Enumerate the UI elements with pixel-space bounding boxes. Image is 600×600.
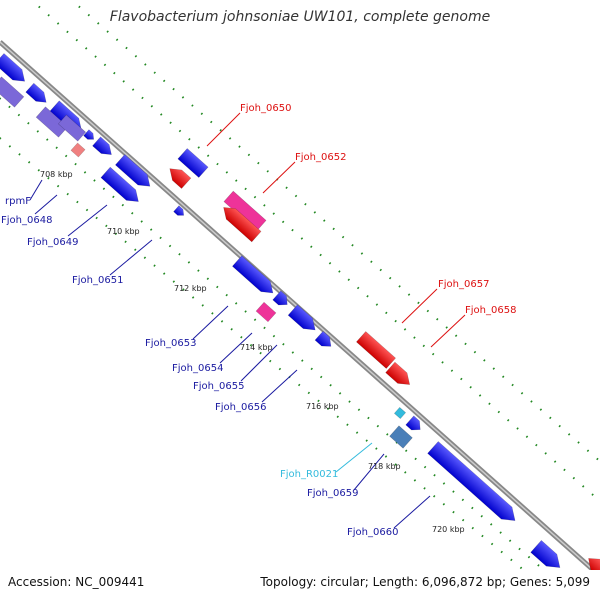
- genome-map: 708 kbp 710 kbp 712 kbp 714 kbp 716 kbp …: [0, 0, 600, 570]
- gene-Fjoh_0656[interactable]: [314, 330, 335, 351]
- gene-labels: rpmF Fjoh_0648 Fjoh_0649 Fjoh_0650 Fjoh_…: [1, 103, 516, 538]
- gene-Fjoh_0660[interactable]: [427, 441, 521, 526]
- gene-small-3[interactable]: [272, 290, 291, 309]
- gene-Fjoh_0657[interactable]: [356, 331, 396, 369]
- leader-line-0: [29, 179, 43, 201]
- accession-text: Accession: NC_009441: [8, 575, 145, 589]
- leader-line-6: [192, 305, 229, 340]
- position-label-708: 708 kbp: [40, 170, 73, 179]
- leader-line-2: [67, 204, 108, 237]
- gene-small-2[interactable]: [173, 205, 187, 219]
- leader-line-3: [206, 112, 241, 147]
- label-Fjoh_R0021[interactable]: Fjoh_R0021: [280, 469, 338, 480]
- position-label-718: 718 kbp: [368, 462, 401, 471]
- gene-Fjoh_0650[interactable]: [177, 148, 209, 178]
- position-label-716: 716 kbp: [306, 402, 339, 411]
- label-Fjoh_0658[interactable]: Fjoh_0658: [465, 305, 516, 316]
- leader-line-4: [109, 239, 153, 276]
- leader-line-7: [219, 332, 253, 364]
- leader-line-11: [430, 314, 466, 348]
- gene-R0021[interactable]: [393, 406, 407, 420]
- position-label-720: 720 kbp: [432, 525, 465, 534]
- gene-Fjoh_0658[interactable]: [385, 361, 415, 390]
- gene-Fjoh_0653[interactable]: [232, 255, 277, 298]
- gene-rpmF[interactable]: [70, 142, 86, 158]
- gene-Fjoh_0659[interactable]: [389, 425, 413, 449]
- position-label-712: 712 kbp: [174, 284, 207, 293]
- leader-line-8: [240, 344, 278, 382]
- gene-Fjoh_0652r[interactable]: [219, 202, 262, 243]
- label-Fjoh_0650[interactable]: Fjoh_0650: [240, 103, 291, 114]
- gene-Fjoh_0649b[interactable]: [115, 154, 154, 191]
- label-Fjoh_0654[interactable]: Fjoh_0654: [172, 363, 223, 374]
- gene-Fjoh_0649[interactable]: [100, 166, 143, 207]
- gene-Fjoh_0650r[interactable]: [165, 163, 192, 189]
- leader-line-10: [401, 288, 438, 324]
- label-Fjoh_0651[interactable]: Fjoh_0651: [72, 275, 123, 286]
- summary-text: Topology: circular; Length: 6,096,872 bp…: [260, 575, 590, 589]
- label-Fjoh_0656[interactable]: Fjoh_0656: [215, 402, 266, 413]
- leader-line-14: [393, 495, 431, 529]
- gene-Fjoh_0648[interactable]: [92, 136, 116, 159]
- leader-line-12: [335, 442, 373, 473]
- label-Fjoh_0652[interactable]: Fjoh_0652: [295, 152, 346, 163]
- position-labels: 708 kbp 710 kbp 712 kbp 714 kbp 716 kbp …: [40, 170, 465, 534]
- gene-bottom-2[interactable]: [584, 553, 600, 570]
- map-title: Flavobacterium johnsoniae UW101, complet…: [109, 9, 491, 25]
- gene-left-6[interactable]: [57, 114, 87, 142]
- label-rpmF[interactable]: rpmF: [5, 196, 31, 207]
- position-label-710: 710 kbp: [107, 227, 140, 236]
- leader-line-13: [353, 453, 385, 491]
- leader-line-5: [262, 161, 296, 194]
- leader-line-9: [261, 369, 298, 403]
- label-Fjoh_0660[interactable]: Fjoh_0660: [347, 527, 398, 538]
- leader-line-1: [34, 194, 58, 215]
- label-Fjoh_0653[interactable]: Fjoh_0653: [145, 338, 196, 349]
- label-Fjoh_0657[interactable]: Fjoh_0657: [438, 279, 489, 290]
- label-leader-lines: [29, 112, 466, 529]
- gene-small-4[interactable]: [405, 415, 424, 434]
- position-label-714: 714 kbp: [240, 343, 273, 352]
- label-Fjoh_0649[interactable]: Fjoh_0649: [27, 237, 78, 248]
- gene-left-2[interactable]: [0, 76, 25, 108]
- label-Fjoh_0659[interactable]: Fjoh_0659: [307, 488, 358, 499]
- gene-bottom-1[interactable]: [530, 540, 566, 570]
- gene-track: [0, 53, 600, 570]
- label-Fjoh_0648[interactable]: Fjoh_0648: [1, 215, 52, 226]
- gene-left-5[interactable]: [35, 106, 69, 138]
- gene-Fjoh_0654[interactable]: [255, 301, 277, 323]
- gene-small-1[interactable]: [83, 129, 97, 143]
- gene-left-3[interactable]: [25, 82, 50, 107]
- gene-left-1[interactable]: [0, 53, 29, 86]
- label-Fjoh_0655[interactable]: Fjoh_0655: [193, 381, 244, 392]
- gene-Fjoh_0655[interactable]: [287, 304, 320, 335]
